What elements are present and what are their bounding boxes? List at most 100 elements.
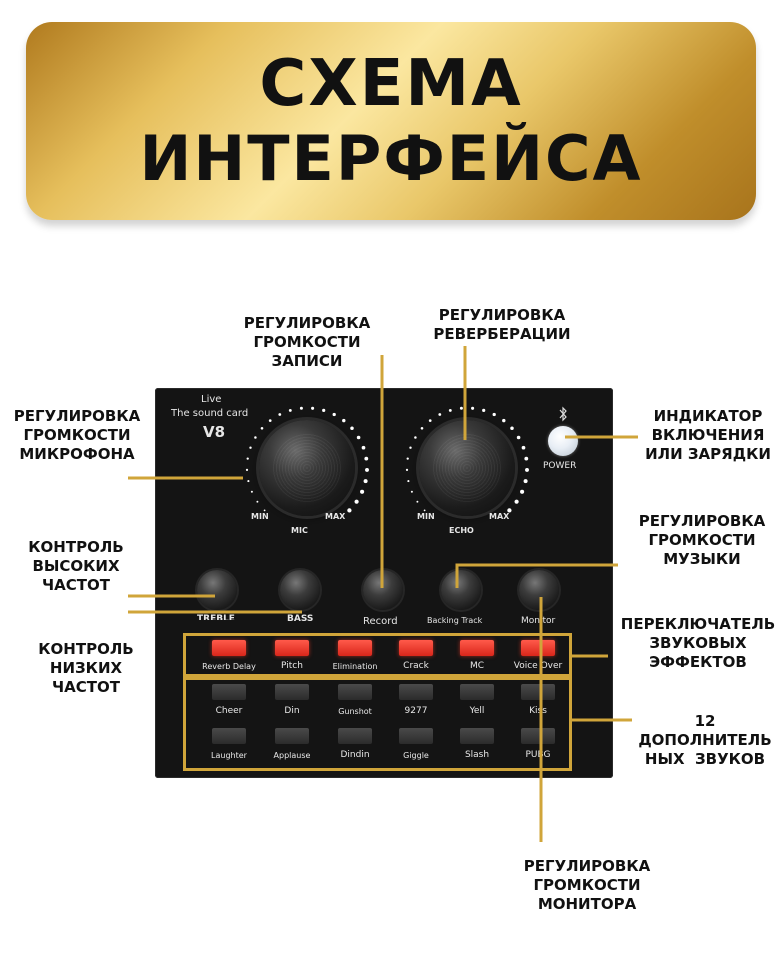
scale-dot — [356, 435, 361, 440]
sound-label-giggle: Giggle — [403, 751, 429, 760]
callout-mic-volume-l1: РЕГУЛИРОВКА — [13, 407, 141, 425]
sound-label-kiss: Kiss — [529, 706, 547, 716]
scale-dot — [256, 500, 259, 503]
callout-reverb: РЕГУЛИРОВКА РЕВЕРБЕРАЦИИ — [412, 306, 592, 344]
treble-knob[interactable] — [197, 570, 237, 610]
scale-dot — [350, 426, 354, 431]
callout-record-volume-l1: РЕГУЛИРОВКА — [243, 314, 371, 332]
callout-extra-sounds-l3: НЫХ ЗВУКОВ — [644, 750, 766, 768]
scale-dot — [409, 446, 412, 449]
scale-dot — [311, 406, 315, 410]
echo-knob[interactable] — [419, 420, 515, 516]
effect-label-pitch: Pitch — [281, 661, 303, 671]
scale-dot — [406, 457, 409, 460]
sound-label-gunshot: Gunshot — [338, 707, 372, 716]
callout-effects-switch-l2: ЗВУКОВЫХ — [649, 634, 747, 652]
model-label: V8 — [203, 423, 226, 441]
scale-dot — [332, 412, 336, 417]
callout-treble-l2: ВЫСОКИХ — [32, 557, 120, 575]
sound-pad-din[interactable] — [275, 684, 309, 700]
scale-dot — [428, 419, 432, 422]
callout-record-volume: РЕГУЛИРОВКА ГРОМКОСТИ ЗАПИСИ — [232, 314, 382, 371]
callout-music-volume-l2: ГРОМКОСТИ — [648, 531, 756, 549]
sound-pad-pubg[interactable] — [521, 728, 555, 744]
sound-pad-kiss[interactable] — [521, 684, 555, 700]
scale-dot — [363, 479, 368, 484]
callout-bass-l3: ЧАСТОТ — [52, 678, 120, 696]
sound-label-laughter: Laughter — [211, 751, 247, 760]
sound-pad-laughter[interactable] — [212, 728, 246, 744]
scale-dot — [438, 413, 442, 416]
scale-dot — [510, 426, 514, 431]
scale-dot — [420, 427, 424, 430]
scale-dot — [520, 489, 525, 494]
power-button[interactable] — [548, 426, 578, 456]
sound-label-dindin: Dindin — [340, 750, 370, 760]
callout-music-volume-l3: МУЗЫКИ — [663, 550, 741, 568]
callout-effects-switch-l1: ПЕРЕКЛЮЧАТЕЛЬ — [620, 615, 776, 633]
sound-label-din: Din — [284, 706, 300, 716]
monitor-knob[interactable] — [519, 570, 559, 610]
callout-treble-l1: КОНТРОЛЬ — [28, 538, 124, 556]
sound-pad-giggle[interactable] — [399, 728, 433, 744]
sound-label-applause: Applause — [273, 751, 311, 760]
callout-extra-sounds: 12 ДОПОЛНИТЕЛЬ НЫХ ЗВУКОВ — [630, 712, 780, 769]
effect-pad-mc[interactable] — [460, 640, 494, 656]
sound-pad-9277[interactable] — [399, 684, 433, 700]
scale-dot — [410, 490, 413, 493]
effect-label-elimination: Elimination — [332, 662, 378, 671]
callout-bass-l2: НИЗКИХ — [49, 659, 123, 677]
scale-dot — [524, 456, 529, 461]
scale-dot — [482, 408, 486, 412]
callout-power-indicator-l2: ВКЛЮЧЕНИЯ — [651, 426, 765, 444]
callout-record-volume-l2: ГРОМКОСТИ — [253, 333, 361, 351]
scale-dot — [342, 418, 346, 423]
callout-monitor-volume-l2: ГРОМКОСТИ — [533, 876, 641, 894]
sound-pad-cheer[interactable] — [212, 684, 246, 700]
sound-pads-group-frame — [183, 677, 572, 771]
effect-pad-crack[interactable] — [399, 640, 433, 656]
callout-reverb-l2: РЕВЕРБЕРАЦИИ — [433, 325, 571, 343]
scale-dot — [347, 508, 352, 513]
effect-pad-elimination[interactable] — [338, 640, 372, 656]
callout-effects-switch: ПЕРЕКЛЮЧАТЕЛЬ ЗВУКОВЫХ ЭФФЕКТОВ — [613, 615, 783, 672]
scale-dot — [361, 445, 366, 450]
scale-dot — [507, 508, 512, 513]
power-label: POWER — [543, 461, 577, 471]
callout-monitor-volume: РЕГУЛИРОВКА ГРОМКОСТИ МОНИТОРА — [502, 857, 672, 914]
scale-dot — [448, 408, 452, 412]
scale-dot — [405, 468, 409, 471]
callout-mic-volume: РЕГУЛИРОВКА ГРОМКОСТИ МИКРОФОНА — [2, 407, 152, 464]
scale-dot — [278, 413, 282, 416]
echo-min-label: MIN — [417, 512, 435, 521]
callout-music-volume: РЕГУЛИРОВКА ГРОМКОСТИ МУЗЫКИ — [622, 512, 782, 569]
backing-track-knob[interactable] — [441, 570, 481, 610]
effect-pad-reverb-delay[interactable] — [212, 640, 246, 656]
brand-live: Live — [201, 394, 222, 405]
scale-dot — [423, 509, 426, 512]
scale-dot — [260, 427, 264, 430]
sound-pad-yell[interactable] — [460, 684, 494, 700]
scale-dot — [365, 467, 369, 472]
scale-dot — [471, 406, 475, 410]
sound-pad-gunshot[interactable] — [338, 684, 372, 700]
callout-extra-sounds-l1: 12 — [694, 712, 716, 730]
effect-pad-pitch[interactable] — [275, 640, 309, 656]
sound-pad-slash[interactable] — [460, 728, 494, 744]
treble-label: TREBLE — [197, 614, 235, 624]
effect-pad-voice-over[interactable] — [521, 640, 555, 656]
callout-extra-sounds-l2: ДОПОЛНИТЕЛЬ — [638, 731, 772, 749]
backing-track-label: Backing Track — [427, 616, 483, 625]
scale-dot — [407, 480, 410, 483]
bass-knob[interactable] — [280, 570, 320, 610]
effect-label-mc: MC — [469, 661, 485, 671]
sound-card-device: Live The sound card V8 MIN MIC MAX MIN E… — [155, 388, 613, 778]
sound-pad-applause[interactable] — [275, 728, 309, 744]
mic-volume-knob[interactable] — [259, 420, 355, 516]
banner-title-line1: СХЕМА — [259, 47, 523, 121]
scale-dot — [360, 489, 365, 494]
callout-treble: КОНТРОЛЬ ВЫСОКИХ ЧАСТОТ — [8, 538, 144, 595]
sound-pad-dindin[interactable] — [338, 728, 372, 744]
banner-title-line2: ИНТЕРФЕЙСА — [139, 122, 643, 195]
